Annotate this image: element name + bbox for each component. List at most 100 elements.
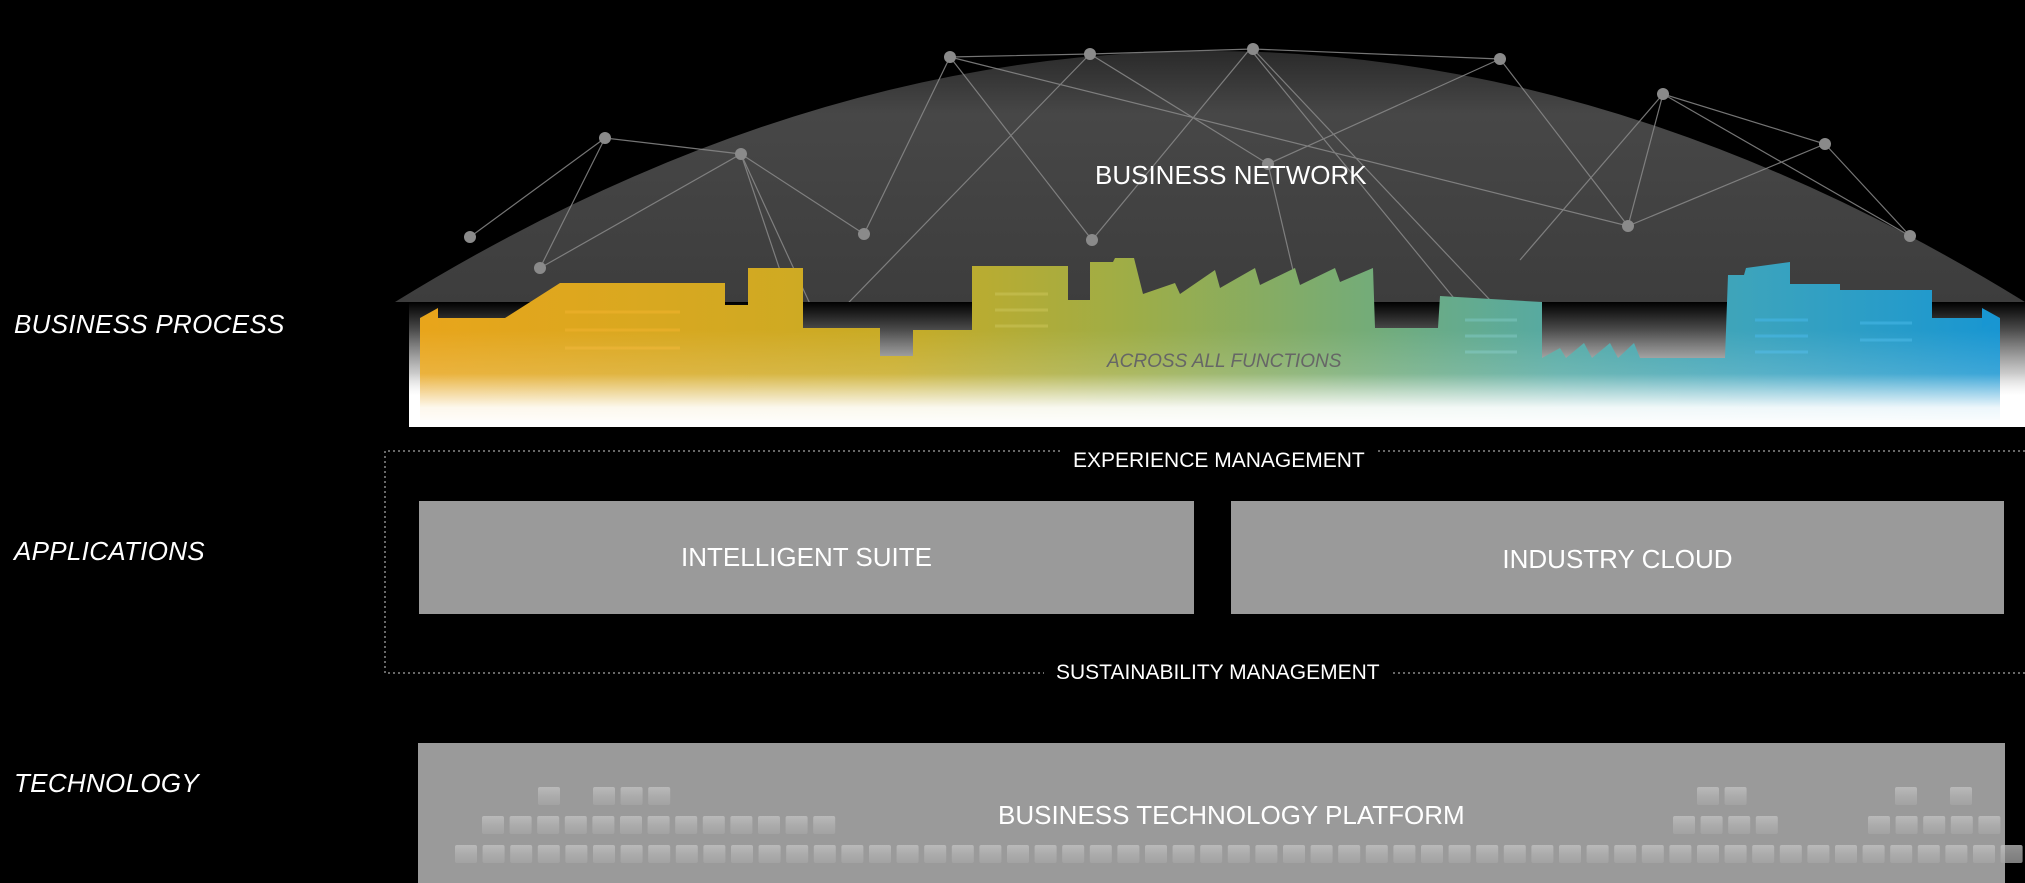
platform-key bbox=[1868, 816, 1890, 834]
intelligent-suite-label: INTELLIGENT SUITE bbox=[681, 542, 932, 572]
intelligent-suite-box[interactable]: INTELLIGENT SUITE bbox=[419, 501, 1194, 614]
platform-key bbox=[1945, 845, 1968, 863]
platform-key bbox=[979, 845, 1002, 863]
platform-key bbox=[648, 787, 671, 805]
platform-key bbox=[813, 816, 836, 834]
platform-key bbox=[1062, 845, 1085, 863]
platform-key bbox=[1697, 845, 1719, 863]
platform-key bbox=[758, 845, 781, 863]
platform-key bbox=[1697, 787, 1719, 805]
layer-label-applications: APPLICATIONS bbox=[14, 536, 205, 566]
business-network-dome bbox=[395, 51, 2025, 302]
platform-key bbox=[1310, 845, 1333, 863]
platform-key bbox=[951, 845, 974, 863]
right-arrow-icon bbox=[1982, 308, 2000, 328]
platform-key bbox=[1807, 845, 1830, 863]
experience-management-label: EXPERIENCE MANAGEMENT bbox=[1061, 449, 1377, 473]
platform-key bbox=[896, 845, 919, 863]
platform-key bbox=[1973, 845, 1995, 863]
platform-key bbox=[1755, 816, 1778, 834]
platform-key bbox=[730, 816, 753, 834]
business-technology-platform-label: BUSINESS TECHNOLOGY PLATFORM bbox=[998, 800, 1465, 830]
platform-key bbox=[620, 787, 643, 805]
industry-cloud-box[interactable]: INDUSTRY CLOUD bbox=[1231, 501, 2004, 614]
platform-key bbox=[593, 787, 615, 805]
platform-key bbox=[1895, 816, 1918, 834]
platform-key bbox=[1117, 845, 1140, 863]
skyline-fade bbox=[409, 330, 2025, 427]
platform-key bbox=[1923, 816, 1946, 834]
platform-key bbox=[869, 845, 891, 863]
platform-key bbox=[1724, 845, 1747, 863]
layer-label-business-process: BUSINESS PROCESS bbox=[14, 309, 285, 339]
platform-key bbox=[1779, 845, 1802, 863]
platform-key bbox=[620, 816, 642, 834]
industry-cloud-label: INDUSTRY CLOUD bbox=[1502, 544, 1733, 574]
platform-key bbox=[1728, 816, 1751, 834]
platform-key bbox=[702, 816, 725, 834]
layer-label-technology: TECHNOLOGY bbox=[14, 768, 200, 798]
platform-key bbox=[1365, 845, 1388, 863]
platform-key bbox=[1034, 845, 1057, 863]
platform-key bbox=[1172, 845, 1195, 863]
platform-key bbox=[703, 845, 726, 863]
platform-key bbox=[1559, 845, 1581, 863]
platform-key bbox=[1448, 845, 1471, 863]
platform-key bbox=[758, 816, 780, 834]
platform-key bbox=[1614, 845, 1637, 863]
platform-key bbox=[785, 816, 808, 834]
platform-key bbox=[731, 845, 753, 863]
platform-key bbox=[1978, 816, 2001, 834]
platform-key bbox=[1724, 787, 1747, 805]
platform-key bbox=[592, 816, 615, 834]
platform-key bbox=[786, 845, 809, 863]
platform-key bbox=[482, 816, 504, 834]
platform-key bbox=[509, 816, 532, 834]
platform-key bbox=[1862, 845, 1885, 863]
platform-key bbox=[1950, 816, 1973, 834]
left-arrow-icon bbox=[420, 308, 438, 328]
platform-key bbox=[1835, 845, 1857, 863]
platform-key bbox=[537, 816, 560, 834]
platform-key bbox=[1895, 787, 1917, 805]
platform-key bbox=[1752, 845, 1775, 863]
platform-key bbox=[675, 816, 698, 834]
sustainability-management-label: SUSTAINABILITY MANAGEMENT bbox=[1044, 661, 1392, 685]
platform-key bbox=[1531, 845, 1554, 863]
platform-key bbox=[1227, 845, 1250, 863]
platform-keys bbox=[455, 787, 2023, 863]
platform-key bbox=[620, 845, 643, 863]
platform-key bbox=[565, 845, 588, 863]
platform-key bbox=[1338, 845, 1361, 863]
platform-key bbox=[1393, 845, 1416, 863]
platform-key bbox=[1503, 845, 1526, 863]
platform-key bbox=[1700, 816, 1723, 834]
platform-key bbox=[564, 816, 587, 834]
business-network-title: BUSINESS NETWORK bbox=[1095, 160, 1367, 190]
platform-key bbox=[1950, 787, 1972, 805]
network-nodes bbox=[464, 43, 1916, 274]
platform-key bbox=[593, 845, 615, 863]
platform-key bbox=[482, 845, 505, 863]
platform-key bbox=[2000, 845, 2023, 863]
platform-key bbox=[1255, 845, 1278, 863]
platform-key bbox=[675, 845, 698, 863]
platform-key bbox=[924, 845, 947, 863]
platform-key bbox=[455, 845, 477, 863]
platform-key bbox=[1669, 845, 1692, 863]
platform-key bbox=[1200, 845, 1223, 863]
platform-key bbox=[1673, 816, 1695, 834]
platform-key bbox=[1586, 845, 1609, 863]
platform-key bbox=[510, 845, 533, 863]
platform-key bbox=[1283, 845, 1305, 863]
across-all-functions-label: ACROSS ALL FUNCTIONS bbox=[1107, 351, 1342, 372]
platform-key bbox=[1476, 845, 1499, 863]
platform-key bbox=[1641, 845, 1664, 863]
platform-key bbox=[841, 845, 864, 863]
platform-key bbox=[538, 787, 560, 805]
platform-key bbox=[1917, 845, 1940, 863]
platform-key bbox=[648, 845, 671, 863]
platform-key bbox=[537, 845, 560, 863]
platform-key bbox=[1089, 845, 1112, 863]
